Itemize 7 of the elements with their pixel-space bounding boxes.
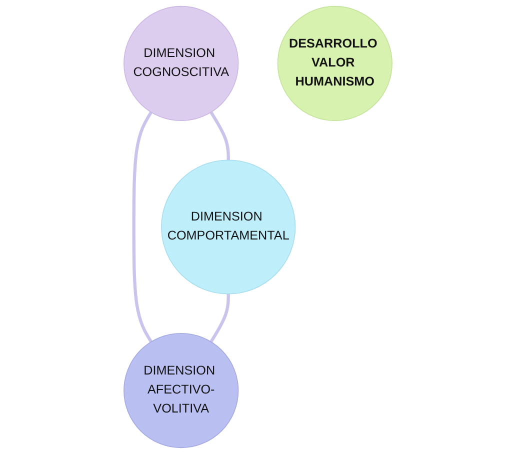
connector	[210, 111, 230, 160]
node-circle: DESARROLLO VALOR HUMANISMO	[277, 6, 392, 122]
node-circle: DIMENSION COGNOSCITIVA	[124, 6, 239, 122]
connector	[210, 294, 230, 343]
node-circle: DIMENSION COMPORTAMENTAL	[161, 160, 296, 294]
node-circle: DIMENSION AFECTIVO-VOLITIVA	[124, 332, 239, 448]
connector	[132, 111, 153, 343]
